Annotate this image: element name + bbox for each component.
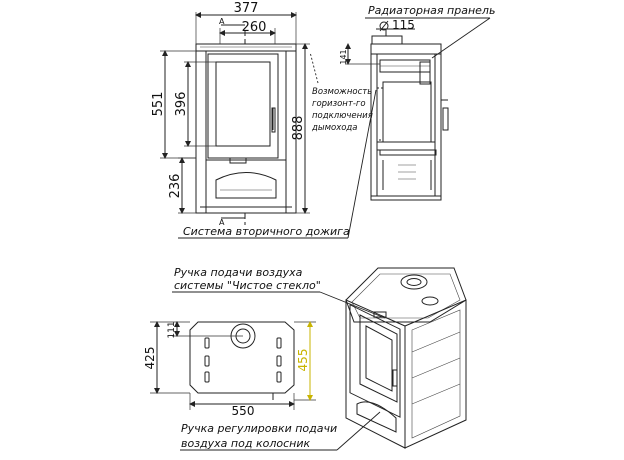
top-view: 550 425 111 455 [143, 321, 316, 418]
label-flue-line-1: Возможность [312, 87, 372, 97]
label-flue-line-4: дымохода [311, 123, 358, 133]
callout-horizontal-flue: Возможность горизонт-го подключения дымо… [309, 51, 373, 133]
isometric-view [345, 267, 467, 449]
side-section-view: 141 115 [339, 18, 449, 201]
label-flue-line-3: подключения [312, 111, 373, 121]
callout-secondary-burn: Система вторичного дожига [178, 89, 377, 239]
callout-air-handle-glass: Ручка подачи воздуха системы "Чистое сте… [172, 266, 386, 319]
dim-diameter-115: 115 [392, 18, 415, 32]
label-air-glass-line-1: Ручка подачи воздуха [174, 266, 303, 279]
dim-outlet-260: 260 [242, 20, 267, 35]
dim-outlet-offset-141: 141 [339, 49, 348, 64]
dim-base-236: 236 [168, 174, 183, 199]
dim-height-888: 888 [291, 116, 306, 141]
section-mark-top: A [219, 17, 225, 26]
dim-glass-396: 396 [174, 92, 189, 117]
front-view: A A 377 260 551 396 236 888 [151, 1, 310, 227]
dim-depth-425: 425 [143, 347, 157, 370]
callout-radiator-plate: Радиаторная пранель [365, 4, 495, 59]
dim-width-550: 550 [232, 404, 255, 418]
dim-inner-depth-455: 455 [296, 349, 310, 372]
label-radiator-plate: Радиаторная пранель [368, 4, 495, 17]
dim-outlet-offset-111: 111 [167, 321, 177, 338]
dim-upper-551: 551 [151, 92, 166, 117]
section-mark-bottom: A [219, 218, 225, 227]
dim-width-377: 377 [234, 1, 259, 16]
label-air-grate-line-1: Ручка регулировки подачи [181, 422, 337, 435]
label-flue-line-2: горизонт-го [312, 99, 366, 109]
label-air-glass-line-2: системы "Чистое стекло" [174, 279, 321, 292]
label-air-grate-line-2: воздуха под колосник [181, 437, 310, 450]
callout-air-handle-grate: Ручка регулировки подачи воздуха под кол… [180, 411, 381, 451]
label-secondary-burn: Система вторичного дожига [183, 225, 350, 238]
